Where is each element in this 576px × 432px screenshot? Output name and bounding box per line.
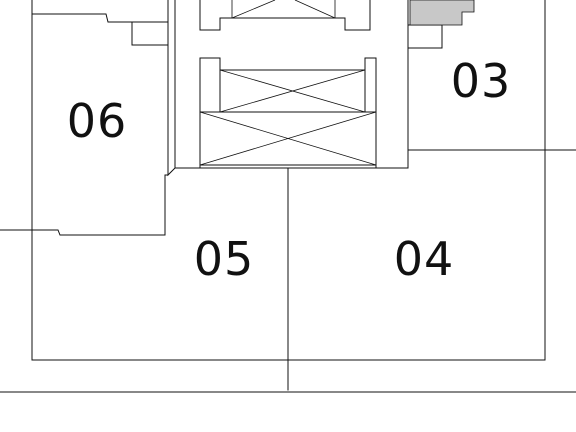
unit-06-notch xyxy=(131,21,169,46)
core-outline-east xyxy=(407,0,576,151)
unit-label-04: 04 xyxy=(394,232,455,286)
core-block xyxy=(167,0,576,177)
elevator-shafts-top xyxy=(199,0,371,31)
elevator-shaft-2 xyxy=(199,111,377,166)
shaded-terrace xyxy=(409,0,475,26)
upper-shaft-cross-2 xyxy=(294,0,336,19)
upper-shaft-frame xyxy=(199,0,371,31)
elevator-shaft-2-box xyxy=(199,111,377,166)
upper-shaft-cross-1 xyxy=(231,0,276,19)
unit-label-05: 05 xyxy=(194,232,255,286)
shaft-lower-surround xyxy=(174,57,377,169)
core-outline-west-south xyxy=(167,0,409,177)
unit-03-notch xyxy=(407,0,475,49)
elevator-shaft-1-cross-b xyxy=(219,69,366,113)
elevator-shaft-1 xyxy=(219,69,366,113)
unit-label-03: 03 xyxy=(451,54,512,108)
unit-03-step xyxy=(407,24,443,49)
elevator-shaft-2-cross-b xyxy=(199,111,377,166)
unit-label-06: 06 xyxy=(67,94,128,148)
